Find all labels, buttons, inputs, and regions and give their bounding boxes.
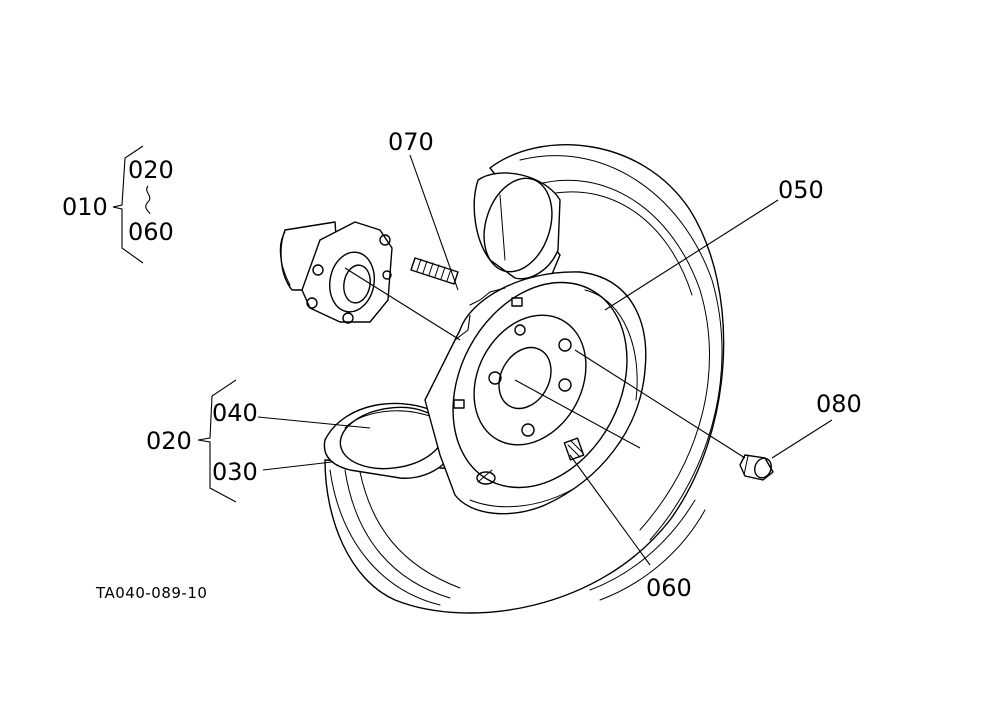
label-060-range-end: 060 — [128, 218, 174, 246]
label-010: 010 — [62, 193, 108, 221]
label-060: 060 — [646, 574, 692, 602]
label-050: 050 — [778, 176, 824, 204]
leader-lines — [257, 154, 833, 566]
label-020-group: 020 — [146, 427, 192, 455]
label-020-range-start: 020 — [128, 156, 174, 184]
label-070: 070 — [388, 128, 434, 156]
lug-nut — [739, 454, 774, 481]
label-040: 040 — [212, 399, 258, 427]
wheel-disc — [424, 271, 647, 515]
hub-bracket — [279, 221, 393, 324]
label-080: 080 — [816, 390, 862, 418]
stud-bolt — [410, 257, 459, 285]
label-030: 030 — [212, 458, 258, 486]
assembly-bracket-010 — [112, 145, 151, 264]
drawing-code: TA040-089-10 — [95, 584, 207, 602]
assembly-bracket-020 — [197, 379, 237, 503]
